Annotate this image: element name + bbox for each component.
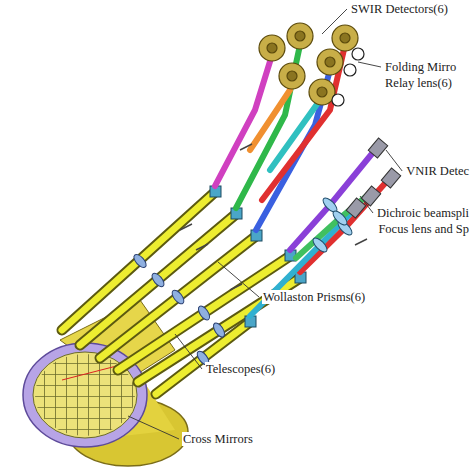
- part-label: Folding Mirro: [384, 60, 457, 74]
- leader-line: [322, 9, 347, 34]
- dichroic-beamsplitters: [311, 196, 354, 254]
- part-label: Cross Mirrors: [182, 432, 254, 446]
- leader-line: [175, 334, 202, 369]
- part-label: Dichroic beamspli: [376, 206, 470, 220]
- part-label: VNIR Detec: [405, 164, 470, 178]
- part-label: Telescopes(6): [205, 362, 276, 376]
- part-label: Focus lens and Sp: [377, 222, 470, 236]
- swir-detectors: [259, 23, 358, 105]
- leader-line: [360, 196, 373, 213]
- part-label: Wollaston Prisms(6): [262, 290, 366, 304]
- leader-line: [386, 150, 402, 171]
- leader-line: [128, 416, 179, 439]
- vnir-beam-paths: [250, 150, 388, 316]
- folding-mirrors: [332, 48, 364, 106]
- swir-beam-paths: [215, 45, 345, 230]
- leader-line: [358, 62, 381, 67]
- leader-line: [218, 262, 259, 297]
- part-label: Relay lens(6): [384, 76, 453, 90]
- part-label: SWIR Detectors(6): [350, 2, 449, 16]
- mount-pins: [180, 144, 367, 300]
